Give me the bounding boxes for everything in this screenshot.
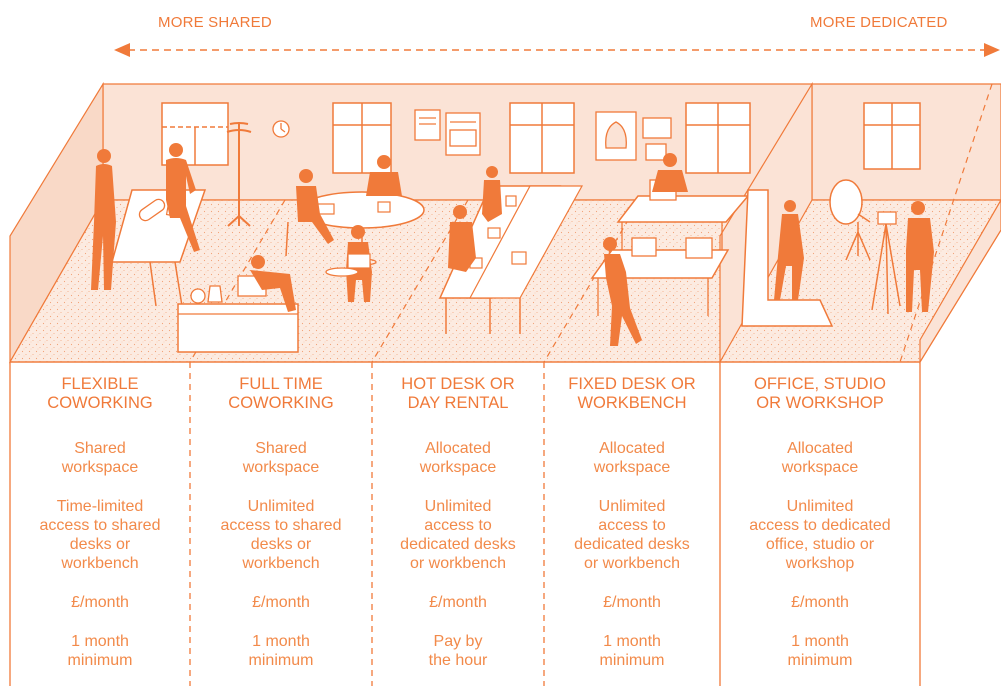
access-description: Unlimited access to dedicated desks or w… [574, 498, 690, 572]
more-shared-label: MORE SHARED [158, 14, 272, 31]
price: £/month [429, 594, 487, 611]
column-title: OFFICE, STUDIO OR WORKSHOP [754, 375, 886, 412]
column-title: FLEXIBLE COWORKING [47, 375, 153, 412]
minimum-term: 1 month minimum [787, 633, 853, 669]
wall-decor [272, 109, 672, 161]
minimum-term: 1 month minimum [599, 633, 665, 669]
workspace-type: Allocated workspace [419, 440, 497, 476]
kitchen-counter-scene [177, 255, 299, 353]
price: £/month [252, 594, 310, 611]
workspace-type: Allocated workspace [593, 440, 671, 476]
workspace-type: Shared workspace [242, 440, 320, 476]
info-table-lines [9, 361, 921, 686]
access-description: Unlimited access to dedicated office, st… [749, 498, 891, 572]
column-office-studio-workshop: OFFICE, STUDIO OR WORKSHOP Allocated wor… [720, 375, 920, 686]
drafting-table-scene [91, 143, 207, 307]
shared-dedicated-arrow [114, 43, 1000, 57]
minimum-term: 1 month minimum [67, 633, 133, 669]
more-dedicated-label: MORE DEDICATED [810, 14, 948, 31]
column-title: HOT DESK OR DAY RENTAL [401, 375, 515, 412]
hot-desk-scene [438, 166, 584, 334]
column-hot-desk: HOT DESK OR DAY RENTAL Allocated workspa… [372, 375, 544, 686]
fixed-desk-scene [590, 153, 750, 346]
windows [161, 102, 921, 174]
price: £/month [71, 594, 129, 611]
access-description: Time-limited access to shared desks or w… [39, 498, 161, 572]
access-description: Unlimited access to dedicated desks or w… [400, 498, 516, 572]
minimum-term: 1 month minimum [248, 633, 314, 669]
coat-stand-icon [226, 122, 252, 227]
column-title: FIXED DESK OR WORKBENCH [568, 375, 696, 412]
column-title: FULL TIME COWORKING [228, 375, 334, 412]
column-flexible-coworking: FLEXIBLE COWORKING Shared workspace Time… [10, 375, 190, 686]
price: £/month [791, 594, 849, 611]
workspace-type: Shared workspace [61, 440, 139, 476]
minimum-term: Pay by the hour [428, 633, 488, 669]
round-table-scene [285, 155, 425, 302]
workspace-type: Allocated workspace [781, 440, 859, 476]
column-full-time-coworking: FULL TIME COWORKING Shared workspace Unl… [190, 375, 372, 686]
column-fixed-desk: FIXED DESK OR WORKBENCH Allocated worksp… [544, 375, 720, 686]
photo-studio-scene [741, 179, 934, 327]
access-description: Unlimited access to shared desks or work… [220, 498, 342, 572]
price: £/month [603, 594, 661, 611]
